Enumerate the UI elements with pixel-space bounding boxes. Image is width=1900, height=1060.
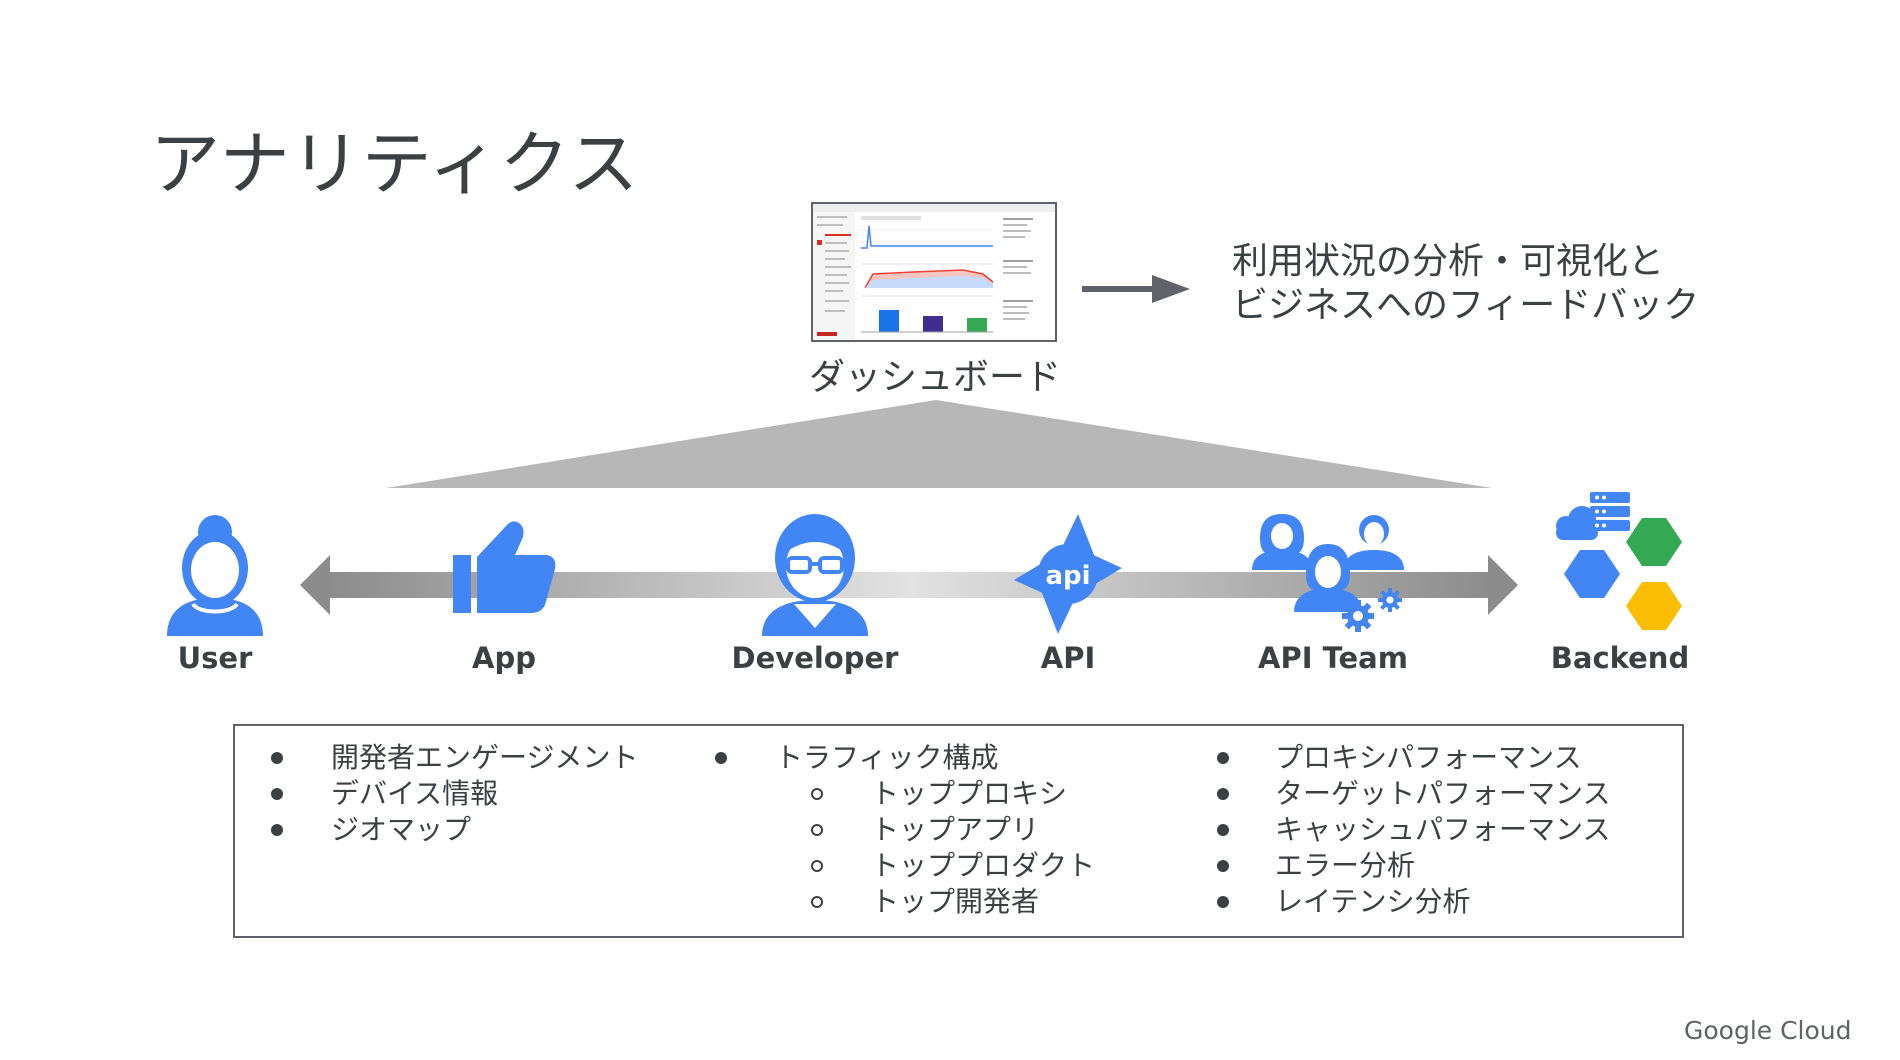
user-label: User (177, 641, 253, 675)
slide-title: アナリティクス (150, 123, 640, 205)
aggregation-triangle (386, 400, 1492, 488)
bullet-icon (1217, 896, 1229, 908)
circle-bullet-icon (811, 896, 823, 908)
circle-bullet-icon (811, 824, 823, 836)
circle-bullet-icon (811, 788, 823, 800)
bullet-icon (271, 752, 283, 764)
user-icon (167, 515, 263, 636)
developer-icon (762, 514, 868, 636)
developer-label: Developer (731, 641, 899, 675)
api-icon: api (1014, 514, 1122, 634)
server-icon (1590, 492, 1630, 531)
api-badge-text: api (1045, 561, 1090, 591)
metrics-box: 開発者エンゲージメント デバイス情報 ジオマップ トラフィック構成 トッププロキ… (233, 724, 1684, 938)
circle-bullet-icon (811, 860, 823, 872)
bullet-icon (1217, 824, 1229, 836)
bullet-icon (271, 824, 283, 836)
bullet-icon (1217, 860, 1229, 872)
backend-icon (1556, 492, 1682, 630)
insight-line-1: 利用状況の分析・可視化と (1232, 241, 1665, 282)
backend-label: Backend (1550, 641, 1690, 675)
api-label: API (1040, 641, 1096, 675)
dashboard-label: ダッシュボード (808, 357, 1061, 398)
bullet-icon (1217, 788, 1229, 800)
insight-text: 利用状況の分析・可視化と ビジネスへのフィードバック (1232, 240, 1699, 328)
dashboard-screenshot (811, 202, 1057, 342)
bullet-icon (271, 788, 283, 800)
google-cloud-logo: Google Cloud (1684, 1016, 1852, 1045)
bullet-icon (1217, 752, 1229, 764)
app-label: App (472, 641, 536, 675)
bullet-icon (715, 752, 727, 764)
cloud-icon (1556, 506, 1598, 540)
api-team-icon (1252, 514, 1404, 632)
insight-line-2: ビジネスへのフィードバック (1232, 285, 1700, 326)
arrow-right-icon (1082, 275, 1190, 303)
thumbs-up-icon (453, 521, 556, 613)
api-team-label: API Team (1258, 641, 1408, 675)
